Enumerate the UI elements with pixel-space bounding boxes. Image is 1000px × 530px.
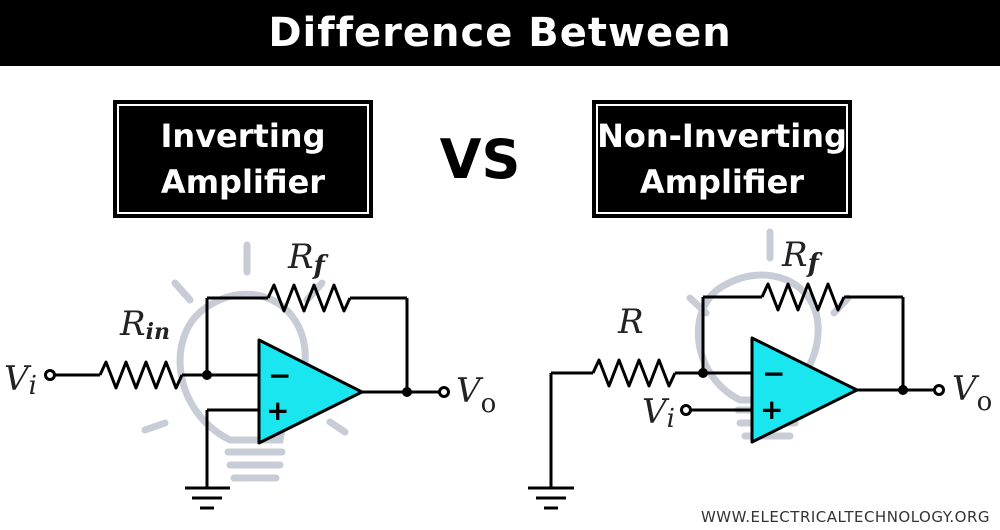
vs-label: VS [439, 128, 521, 191]
input-terminal [680, 404, 692, 416]
op-amp-triangle [750, 336, 859, 444]
feedback-resistor [760, 282, 846, 312]
noninverting-amplifier-circuit [528, 282, 945, 510]
op-amp-triangle [257, 338, 364, 445]
input-resistor [98, 360, 184, 390]
inverting-amplifier-circuit [44, 283, 450, 510]
rf-label: Rf [287, 237, 329, 281]
output-terminal [933, 384, 945, 396]
vo-label: Vo [952, 369, 992, 417]
noninverting-title-line2: Amplifier [639, 163, 805, 201]
feedback-resistor [266, 283, 352, 313]
ground-symbol [528, 486, 574, 510]
page-title: Difference Between [0, 0, 1000, 66]
vi-label: Vi [4, 359, 37, 401]
junction-dot [202, 370, 212, 380]
inverting-amplifier-title-box: Inverting Amplifier [113, 100, 373, 218]
junction-dot [898, 385, 908, 395]
r-label: R [617, 302, 644, 342]
inverting-title-line2: Amplifier [160, 163, 326, 201]
noninverting-minus-sign: − [762, 357, 785, 390]
noninverting-title-line1: Non-Inverting [597, 117, 847, 155]
input-terminal [44, 369, 56, 381]
inverting-plus-sign: + [266, 394, 289, 427]
inverting-title-line1: Inverting [160, 117, 326, 155]
rf-label: Rf [781, 235, 823, 279]
website-url: WWW.ELECTRICALTECHNOLOGY.ORG [700, 508, 990, 526]
junction-dot [402, 387, 412, 397]
rin-label: Rin [119, 304, 170, 345]
noninverting-amplifier-title-box: Non-Inverting Amplifier [592, 100, 852, 218]
ground-symbol [185, 486, 230, 510]
vi-label: Vi [642, 392, 675, 434]
inverting-minus-sign: − [268, 359, 291, 392]
junction-dot [698, 368, 708, 378]
output-terminal [438, 386, 450, 398]
vo-label: Vo [456, 371, 496, 419]
ground-resistor [591, 358, 677, 388]
noninverting-plus-sign: + [760, 393, 783, 426]
